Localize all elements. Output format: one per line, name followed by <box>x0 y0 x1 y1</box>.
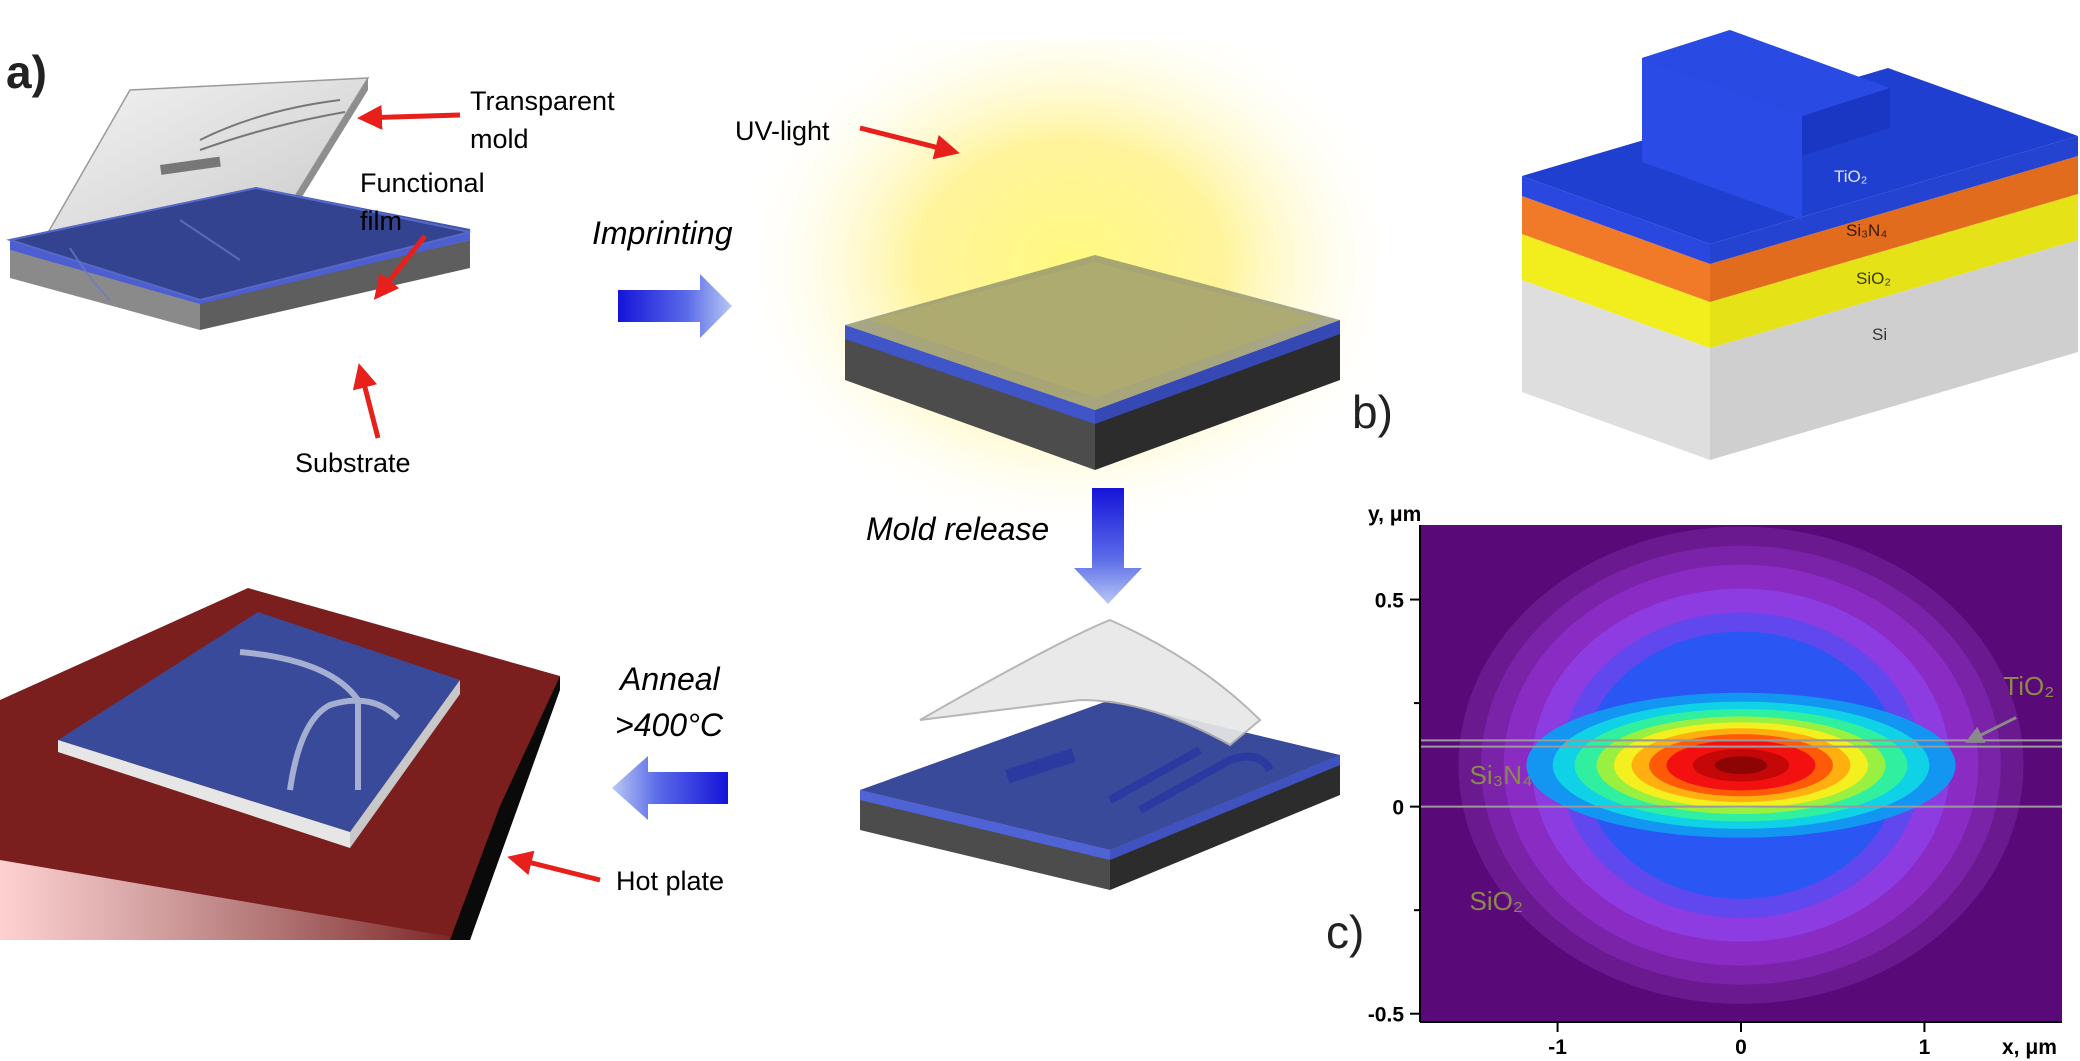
mold-pointer-arrow <box>357 104 461 130</box>
y-tick-label: 0 <box>1392 797 1404 820</box>
layer-label-tio2: TiO₂ <box>1834 167 1867 186</box>
step2-illustration <box>760 40 1380 540</box>
panel-label-c: c) <box>1326 906 1364 958</box>
film-pointer-arrow <box>373 234 427 300</box>
uv-light-label: UV-light <box>735 116 830 146</box>
mode-plot-axes <box>1410 525 2062 1032</box>
intensity-band <box>1714 756 1768 775</box>
step4-illustration <box>0 588 560 940</box>
mode-profile-plot <box>1410 525 2062 1032</box>
mode-plot-xlabel: x, μm <box>2002 1036 2057 1059</box>
mode-label-si3n4: Si₃N₄ <box>1470 760 1533 790</box>
anneal-step-label-line2: >400°C <box>615 707 724 743</box>
layer-label-sio2: SiO₂ <box>1856 269 1891 288</box>
anneal-arrow-icon <box>612 756 728 820</box>
x-tick-label: -1 <box>1548 1036 1567 1059</box>
tio2-strip-outline <box>1565 739 1917 748</box>
functional-film-label-line2: film <box>360 206 402 236</box>
substrate-label: Substrate <box>295 448 411 478</box>
layer-interface-lines <box>1420 739 2062 808</box>
mode-label-sio2: SiO₂ <box>1470 886 1523 916</box>
substrate-pointer-arrow <box>352 363 381 439</box>
tio2-pointer-arrow <box>1965 716 2017 743</box>
step3-illustration <box>860 618 1340 890</box>
y-tick-label: -0.5 <box>1368 1004 1405 1027</box>
mold-release-arrow-icon <box>1074 488 1142 604</box>
mode-intensity-contours <box>1458 526 2024 1004</box>
transparent-mold-label-line2: mold <box>470 124 529 154</box>
hot-plate-label: Hot plate <box>616 866 724 896</box>
mode-label-tio2: TiO₂ <box>2003 671 2054 701</box>
x-tick-label: 0 <box>1735 1036 1747 1059</box>
transparent-mold-label-line1: Transparent <box>470 86 615 116</box>
panel-label-a: a) <box>6 46 47 98</box>
layer-label-si3n4: Si₃N₄ <box>1846 221 1887 240</box>
mold-release-step-label: Mold release <box>866 511 1049 547</box>
functional-film-label-line1: Functional <box>360 168 485 198</box>
layer-label-si: Si <box>1872 325 1887 344</box>
x-tick-label: 1 <box>1919 1036 1931 1059</box>
hot-plate-pointer-arrow <box>507 850 601 883</box>
mode-plot-ylabel: y, μm <box>1368 503 1421 526</box>
uv-pointer-arrow <box>859 125 960 160</box>
imprinting-arrow-icon <box>618 274 732 338</box>
imprinting-step-label: Imprinting <box>592 215 733 251</box>
layer-stack <box>1522 30 2078 460</box>
panel-label-b: b) <box>1352 386 1393 438</box>
anneal-step-label-line1: Anneal <box>618 661 721 697</box>
y-tick-label: 0.5 <box>1375 590 1405 613</box>
